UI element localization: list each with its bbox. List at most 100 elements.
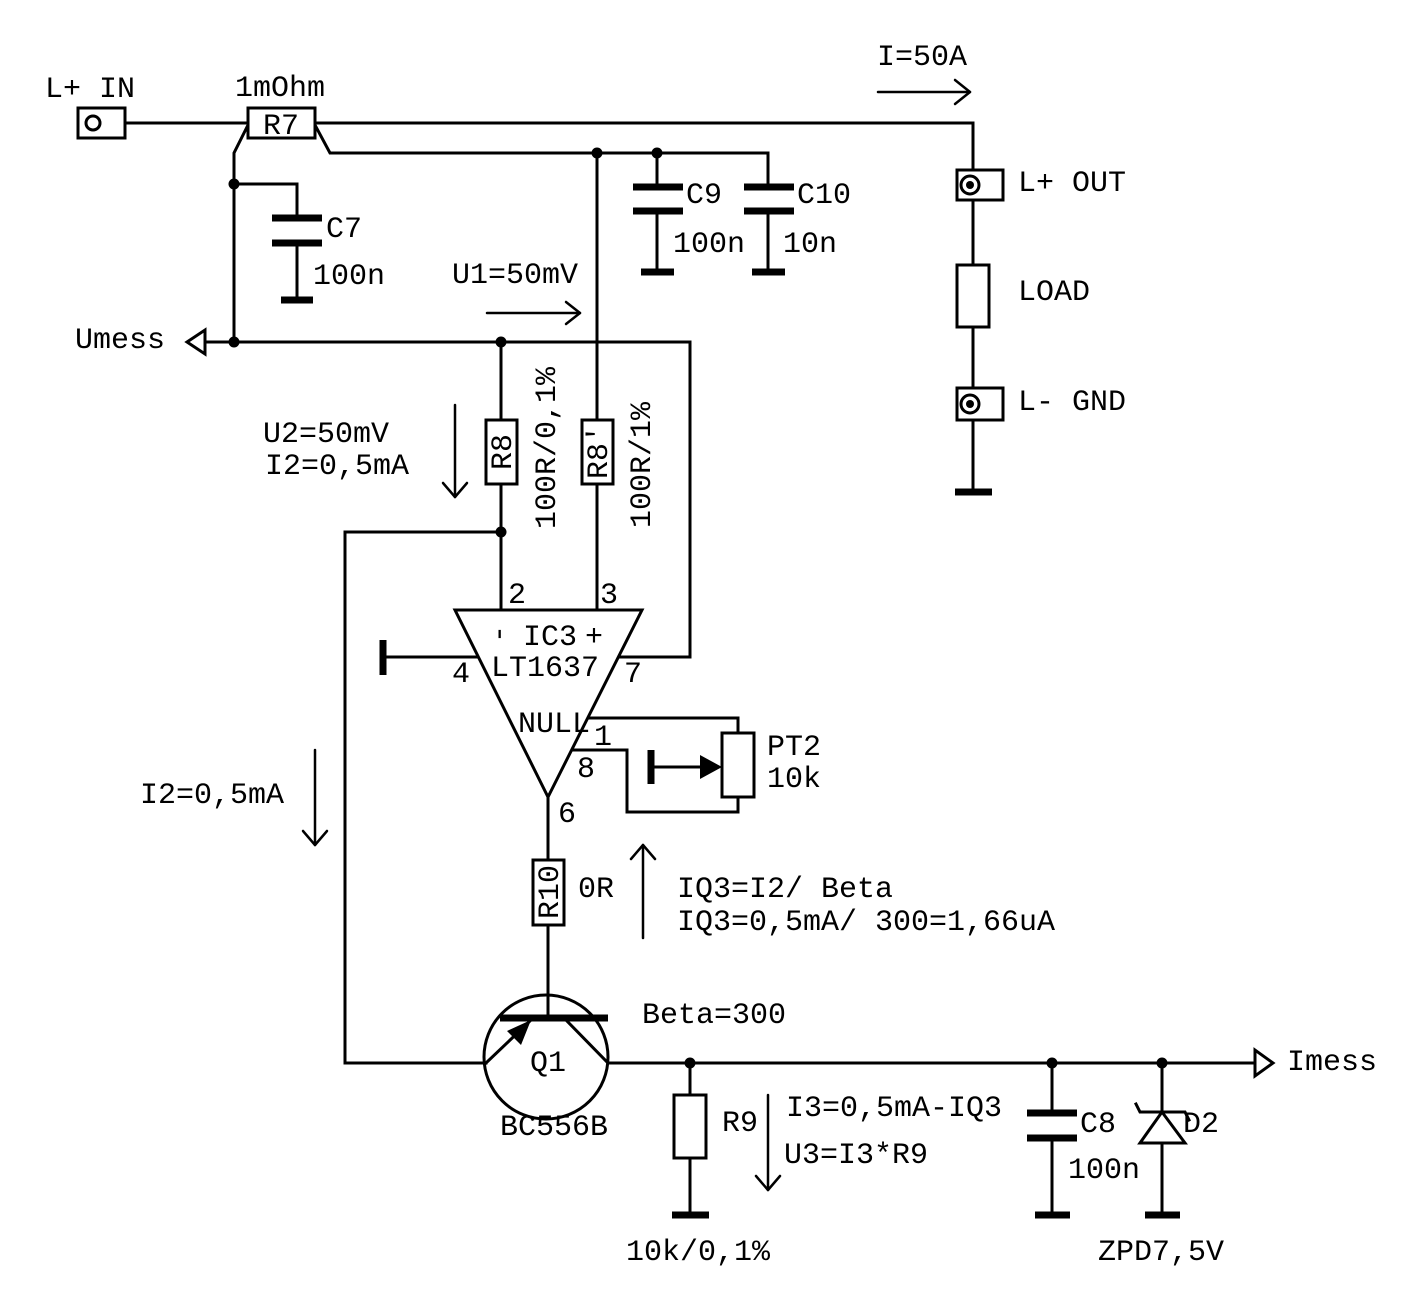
potentiometer-pt2	[720, 731, 756, 799]
capacitor-c10	[744, 183, 794, 215]
connector-l-plus-in	[76, 106, 127, 140]
junction-dot	[495, 336, 507, 348]
u3-label: U3=I3*R9	[784, 1139, 928, 1173]
r8-prime-value-group: 100R/1%	[626, 401, 660, 528]
arrow-right-icon	[953, 78, 972, 106]
wire-c7-top	[232, 182, 299, 220]
d2-value: ZPD7,5V	[1098, 1236, 1224, 1270]
diode-triangle	[1137, 1109, 1188, 1145]
r10-value: 0R	[578, 873, 614, 907]
ic3-pin-1: 1	[594, 721, 612, 755]
ic3-pin-4: 4	[452, 658, 470, 692]
ic3-plus-marker: +	[585, 621, 603, 655]
ic3-pin-3: 3	[600, 579, 618, 613]
iq3-formula-label: IQ3=I2/ Beta	[677, 873, 893, 907]
r8-prime-ref-group: R8'	[583, 425, 617, 479]
c7-value: 100n	[313, 260, 385, 294]
wiper-arrow-icon	[700, 755, 722, 779]
r8-value-group: 100R/0,1%	[531, 366, 565, 529]
r9-value: 10k/0,1%	[626, 1236, 771, 1270]
ic3-pin-7: 7	[624, 658, 642, 692]
terminal-label-umess: Umess	[75, 324, 165, 358]
annotation-arrows	[301, 78, 972, 1192]
c10-ref: C10	[797, 179, 851, 213]
junctions	[228, 147, 1168, 1069]
u2-label: U2=50mV	[263, 418, 389, 452]
labels: L+ IN L+ OUT L- GND Umess Imess 1mOhm R7…	[45, 41, 1377, 1270]
resistor-r9	[672, 1093, 708, 1160]
arrow-right-icon	[564, 300, 582, 326]
wire-r7-sense-right	[312, 122, 770, 155]
d2-ref: D2	[1183, 1108, 1219, 1142]
ic3-minus-group: -	[482, 625, 516, 643]
arrow-up-icon	[629, 843, 657, 861]
c8-ref: C8	[1080, 1108, 1116, 1142]
transistor-q1	[482, 993, 611, 1121]
junction-dot	[1156, 1057, 1168, 1069]
i2-feedback-label: I2=0,5mA	[140, 779, 284, 813]
junction-dot	[684, 1057, 696, 1069]
connector-pin-icon	[959, 174, 981, 196]
terminal-label-l-plus-out: L+ OUT	[1018, 167, 1126, 201]
i2-sense-label: I2=0,5mA	[265, 450, 409, 484]
connector-pin-center	[966, 400, 974, 408]
emitter-arrow-icon	[507, 1020, 531, 1045]
junction-dot	[591, 147, 603, 159]
resistor-r8-prime	[580, 418, 615, 486]
r7-ref: R7	[263, 110, 299, 144]
opamp-ic3	[452, 608, 645, 801]
junction-dot	[651, 147, 663, 159]
q1-ref: Q1	[530, 1047, 566, 1081]
r10-ref-group: R10	[534, 865, 568, 919]
junction-dot	[228, 336, 240, 348]
connector-pin-center	[966, 181, 974, 189]
resistor-load	[955, 263, 991, 329]
ic3-pin-2: 2	[508, 579, 526, 613]
junction-dot	[228, 178, 240, 190]
connector-pin-icon	[84, 114, 102, 132]
ic3-null-label: NULL	[518, 708, 590, 742]
imess-port-icon	[1253, 1047, 1276, 1079]
c7-ref: C7	[326, 213, 362, 247]
transistor-body	[482, 993, 610, 1121]
r7-value: 1mOhm	[235, 72, 325, 106]
zener-bar	[1133, 1101, 1192, 1123]
load-current-label: I=50A	[877, 41, 967, 75]
capacitor-c7	[272, 214, 322, 247]
arrow-down-icon	[754, 1174, 782, 1192]
i3-label: I3=0,5mA-IQ3	[786, 1092, 1002, 1126]
pt2-wiper	[649, 755, 722, 779]
wire-umess-supply	[203, 340, 692, 659]
pt2-ref: PT2	[767, 731, 821, 765]
resistor-r8	[484, 418, 519, 486]
umess-port-icon	[184, 327, 207, 357]
capacitor-c9	[633, 183, 683, 215]
pt2-value: 10k	[767, 763, 821, 797]
connector-l-plus-out	[955, 168, 1005, 202]
arrow-down-icon	[441, 481, 469, 499]
ic3-part: LT1637	[491, 652, 599, 686]
wire-pin1-null	[586, 716, 740, 735]
terminal-label-imess: Imess	[1287, 1046, 1377, 1080]
c9-value: 100n	[673, 228, 745, 262]
load-label: LOAD	[1018, 276, 1090, 310]
ic3-pin-6: 6	[558, 798, 576, 832]
c8-value: 100n	[1068, 1154, 1140, 1188]
wire-feedback-emitter	[343, 530, 503, 1065]
resistor-r7	[246, 106, 317, 140]
r8-value: 100R/0,1%	[531, 366, 565, 529]
ic3-pin-8: 8	[577, 753, 595, 787]
wire-pin8-null	[570, 748, 740, 814]
u1-label: U1=50mV	[452, 259, 578, 293]
connector-pin-icon	[959, 393, 981, 415]
terminal-label-l-minus-gnd: L- GND	[1018, 386, 1126, 420]
connector-l-minus-gnd	[955, 386, 1005, 422]
r9-ref: R9	[722, 1107, 758, 1141]
c9-ref: C9	[686, 179, 722, 213]
wires	[123, 121, 1257, 1217]
resistor-r10	[531, 858, 566, 927]
c10-value: 10n	[783, 228, 837, 262]
q1-part: BC556B	[500, 1111, 608, 1145]
capacitor-c8	[1027, 1109, 1077, 1142]
